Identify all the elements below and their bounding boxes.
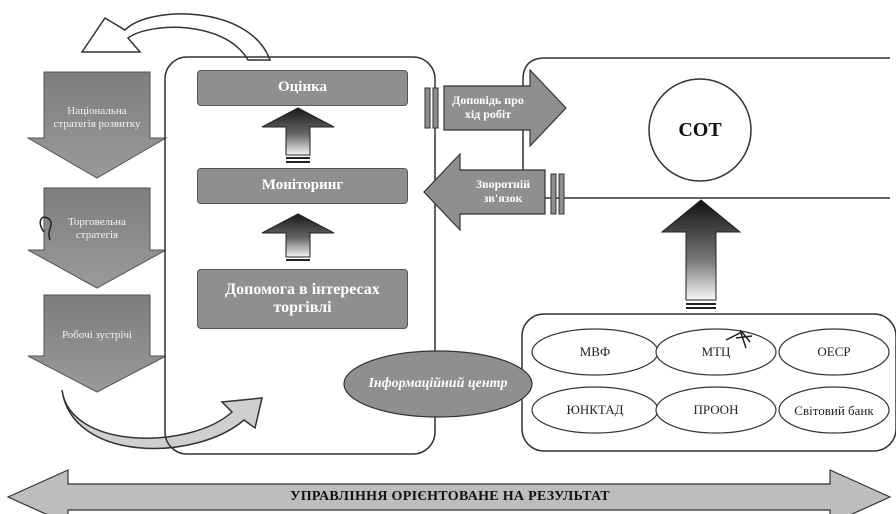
feedback-label: Зворотній зв'язок <box>475 177 531 205</box>
org-oval-2 <box>655 328 777 376</box>
up-arrow-evaluation <box>261 107 335 163</box>
trade-aid-box: Допомога в інтересах торгівлі <box>197 269 408 329</box>
working-meetings-label: Робочі зустрічі <box>61 328 133 341</box>
info-center-ellipse <box>343 350 533 418</box>
org-unctad: ЮНКТАД <box>566 401 624 417</box>
monitoring-box: Моніторинг <box>197 168 408 204</box>
sot-circle <box>648 78 752 182</box>
org-oval-6 <box>778 386 890 434</box>
progress-report-label: Доповідь про хід робіт <box>452 93 524 121</box>
right-panel <box>522 57 890 199</box>
big-up-arrow <box>660 199 742 309</box>
bottom-double-arrow <box>6 469 892 514</box>
bottom-banner-label: УПРАВЛІННЯ ОРІЄНТОВАНЕ НА РЕЗУЛЬТАТ <box>290 489 610 504</box>
chevron-working-meetings <box>27 294 167 393</box>
chevron-national-strategy <box>26 71 168 179</box>
org-world-bank: Світовий банк <box>794 402 874 418</box>
org-oecd: ОЕСР <box>817 343 851 359</box>
up-arrow-monitoring <box>261 213 335 261</box>
org-oval-5 <box>655 386 777 434</box>
trade-strategy-label: Торговельна стратегія <box>68 216 126 241</box>
squiggle-mark-2 <box>725 329 753 349</box>
report-arrow <box>424 68 567 148</box>
org-imf: МВФ <box>579 343 611 359</box>
sot-label: СОТ <box>678 118 722 141</box>
national-strategy-label: Національна стратегія розвитку <box>53 105 141 130</box>
squiggle-mark <box>39 216 52 241</box>
org-oval-3 <box>778 328 890 376</box>
org-itc: МТЦ <box>701 343 731 359</box>
info-center-label: Інформаційний центр <box>368 375 508 391</box>
feedback-arrow <box>423 152 565 232</box>
top-curve-arrow <box>80 13 272 61</box>
evaluation-box: Оцінка <box>197 70 408 106</box>
bottom-curve-arrow <box>61 389 263 450</box>
chevron-trade-strategy <box>27 187 167 289</box>
org-undp: ПРООН <box>693 401 739 417</box>
center-panel <box>164 56 436 455</box>
